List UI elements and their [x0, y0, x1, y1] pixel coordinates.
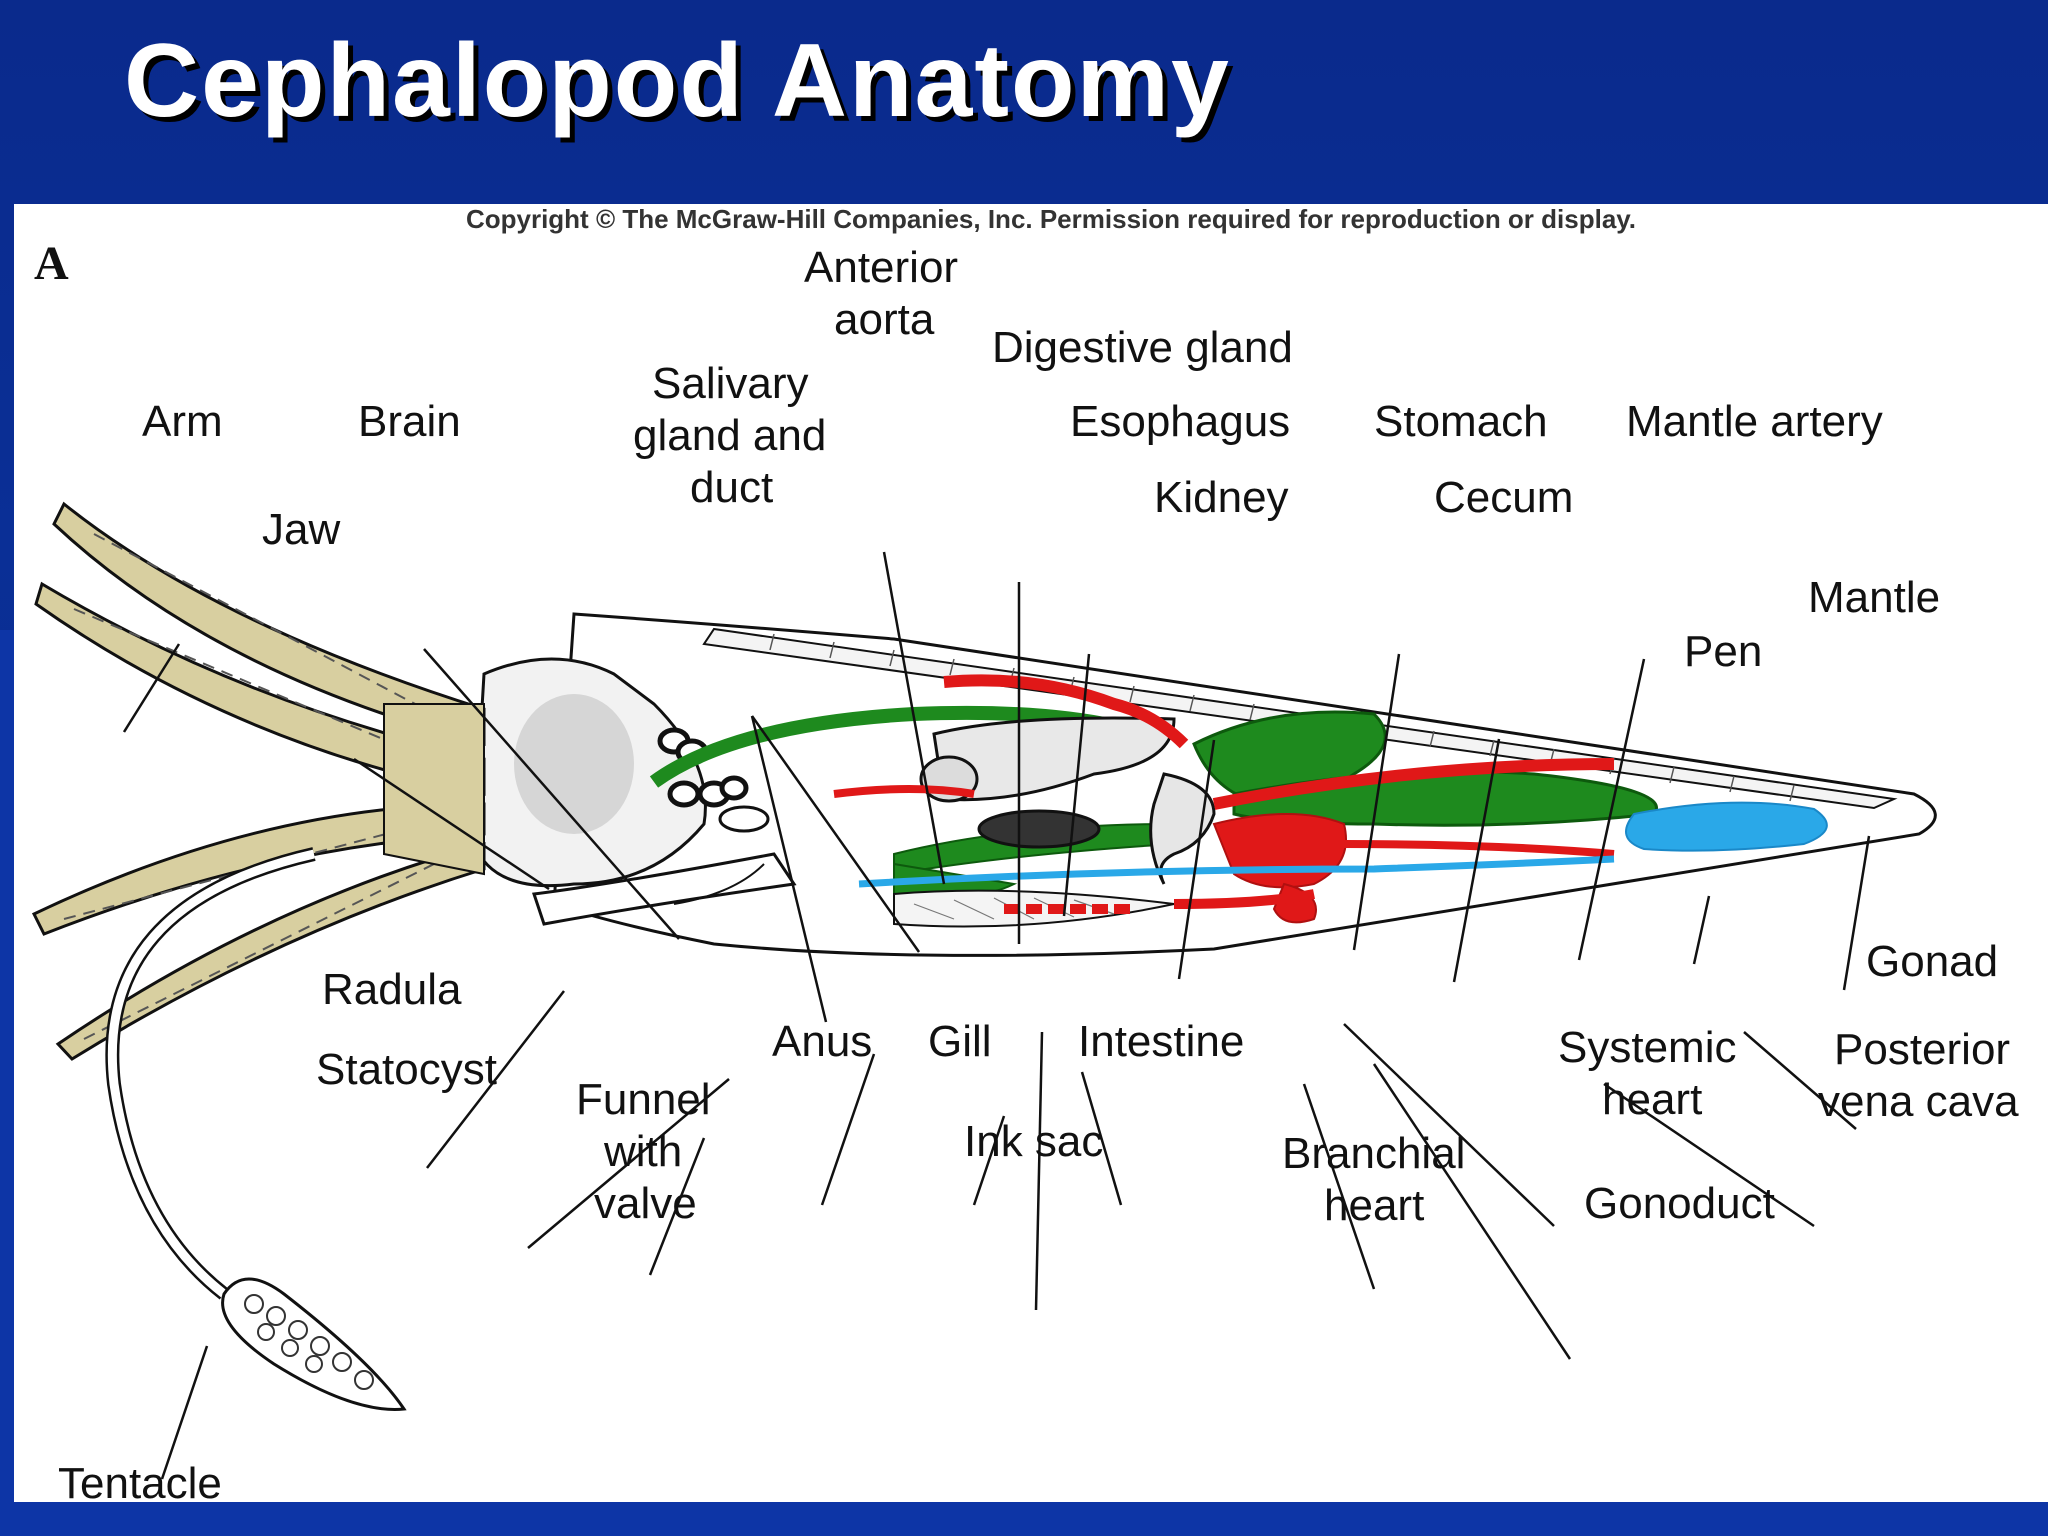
leader-arm: [122, 643, 181, 733]
leader-anterior-aorta: [882, 551, 946, 885]
label-systemic-heart-2: heart: [1602, 1075, 1702, 1124]
squid-diagram: Arm Brain Jaw Salivary gland and duct An…: [31, 243, 2019, 1502]
label-ink-sac: Ink sac: [964, 1117, 1103, 1166]
copyright-notice: Copyright © The McGraw-Hill Companies, I…: [465, 204, 1637, 234]
posterior-vena-cava: [858, 855, 1615, 888]
label-kidney: Kidney: [1154, 473, 1289, 522]
ink-sac: [977, 809, 1101, 849]
tentacle-club: [221, 1277, 407, 1411]
label-intestine: Intestine: [1078, 1017, 1244, 1066]
leader-branchial-heart: [1302, 1083, 1376, 1290]
label-jaw: Jaw: [262, 505, 340, 554]
label-gill: Gill: [928, 1017, 992, 1066]
leader-radula: [426, 990, 565, 1169]
leader-funnel: [648, 1137, 706, 1276]
leader-tentacle: [160, 1345, 209, 1480]
anatomy-figure: Copyright © The McGraw-Hill Companies, I…: [14, 204, 2048, 1502]
funnel: [531, 852, 797, 926]
slide-title: Cephalopod Anatomy: [124, 23, 1231, 139]
leader-pen: [1692, 895, 1711, 965]
label-anus: Anus: [772, 1017, 872, 1066]
leader-statocyst: [527, 1078, 730, 1249]
label-pen: Pen: [1684, 627, 1762, 676]
leader-ink-sac: [1034, 1031, 1044, 1311]
statocyst: [718, 805, 770, 833]
label-gonad: Gonad: [1866, 937, 1998, 986]
leader-systemic-heart: [1343, 1023, 1555, 1227]
label-anterior-aorta-1: Anterior: [804, 243, 958, 292]
leader-brain: [423, 648, 680, 940]
leader-gonad: [1743, 1031, 1857, 1130]
label-salivary-1: Salivary: [652, 359, 809, 408]
leader-cecum: [1452, 738, 1501, 983]
label-arm: Arm: [142, 397, 223, 446]
label-posterior-vena-cava-2: vena cava: [1818, 1077, 2019, 1126]
label-posterior-vena-cava-1: Posterior: [1834, 1025, 2010, 1074]
label-esophagus: Esophagus: [1070, 397, 1290, 446]
mantle-artery: [1212, 758, 1615, 810]
leader-anus: [820, 1053, 876, 1206]
label-mantle-artery: Mantle artery: [1626, 397, 1883, 446]
label-salivary-3: duct: [690, 463, 773, 512]
label-tentacle: Tentacle: [58, 1459, 222, 1502]
label-branchial-heart-1: Branchial: [1282, 1129, 1465, 1178]
leader-mantle: [1842, 835, 1871, 991]
label-digestive-gland: Digestive gland: [992, 323, 1293, 372]
leader-intestine: [1080, 1071, 1123, 1206]
label-anterior-aorta-2: aorta: [834, 295, 935, 344]
labels: Arm Brain Jaw Salivary gland and duct An…: [58, 243, 2019, 1502]
leader-esophagus: [1062, 653, 1091, 917]
kidney: [1149, 772, 1216, 885]
leader-stomach: [1352, 653, 1401, 951]
label-systemic-heart-1: Systemic: [1558, 1023, 1736, 1072]
leader-lines: [122, 551, 1871, 1480]
label-statocyst: Statocyst: [316, 1045, 497, 1094]
label-gonoduct: Gonoduct: [1584, 1179, 1775, 1228]
label-stomach: Stomach: [1374, 397, 1548, 446]
leader-posterior-vena-cava: [1603, 1082, 1815, 1228]
label-funnel-2: with: [603, 1127, 682, 1176]
panel-letter: A: [34, 237, 69, 290]
label-brain: Brain: [358, 397, 461, 446]
leader-salivary-b: [750, 715, 921, 953]
label-salivary-2: gland and: [633, 411, 826, 460]
label-branchial-heart-2: heart: [1324, 1181, 1424, 1230]
label-funnel-3: valve: [594, 1179, 697, 1228]
leader-kidney: [1177, 739, 1216, 980]
gonad: [1625, 801, 1828, 852]
label-cecum: Cecum: [1434, 473, 1573, 522]
leader-jaw: [353, 757, 550, 891]
leader-salivary-a: [750, 715, 828, 1023]
digestive-gland-body: [932, 716, 1176, 802]
leader-gill: [972, 1115, 1006, 1206]
head-stipple: [514, 694, 634, 834]
leader-mantle-artery: [1577, 658, 1646, 961]
label-funnel-1: Funnel: [576, 1075, 711, 1124]
anterior-aorta: [943, 674, 1189, 749]
label-mantle: Mantle: [1808, 573, 1940, 622]
arm-base: [383, 703, 485, 876]
leader-gonoduct: [1372, 1063, 1572, 1360]
label-radula: Radula: [322, 965, 462, 1014]
